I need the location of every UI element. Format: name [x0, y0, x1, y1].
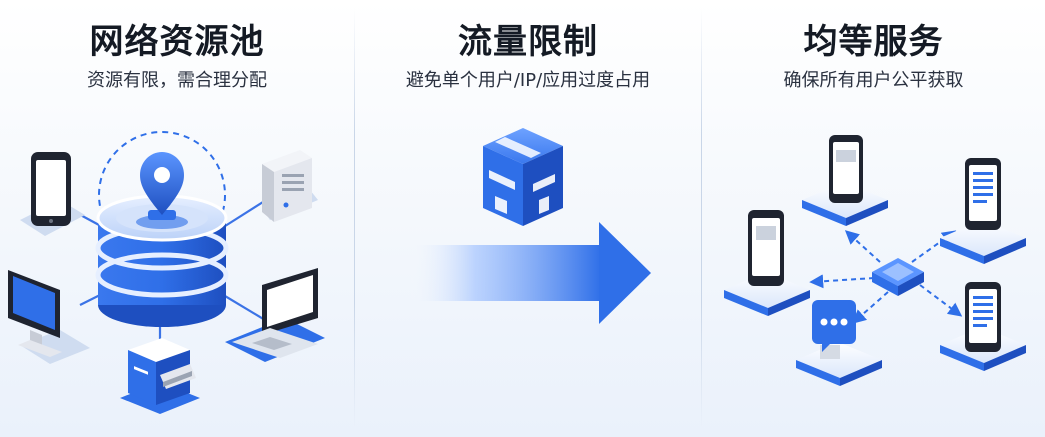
server-tower-icon: [262, 150, 318, 222]
panel-title: 均等服务: [803, 22, 944, 62]
smartphone-icon: [940, 158, 1026, 264]
panel-subtitle: 确保所有用户公平获取: [783, 70, 964, 91]
smartphone-icon: [940, 282, 1026, 371]
orbit-ring: [98, 131, 226, 259]
chat-bubble-icon: [796, 300, 882, 386]
smartphone-icon: [724, 210, 810, 316]
distribution-arrows: [809, 230, 963, 324]
panel-title: 网络资源池: [89, 22, 265, 62]
cube-icon: [483, 128, 563, 226]
location-pin-icon: [136, 152, 188, 229]
panel-equal-service: 均等服务 确保所有用户公平获取: [702, 0, 1045, 437]
monitor-icon: [8, 270, 90, 364]
laptop-icon: [225, 268, 325, 362]
equal-service-illustration: [724, 135, 1026, 386]
panel-resource-pool: 网络资源池 资源有限，需合理分配: [0, 0, 354, 437]
panel-title: 流量限制: [458, 22, 598, 62]
smartphone-icon: [802, 135, 888, 226]
printer-icon: [120, 338, 200, 414]
hub-icon: [872, 258, 924, 296]
panel-traffic-limit: 流量限制 避免单个用户/IP/应用过度占用: [355, 0, 701, 437]
panel-subtitle: 资源有限，需合理分配: [87, 70, 267, 91]
panel-subtitle: 避免单个用户/IP/应用过度占用: [405, 70, 651, 91]
resource-pool-illustration: [8, 131, 325, 414]
traffic-limit-illustration: [407, 128, 651, 324]
divider-right: [701, 8, 702, 429]
smartphone-icon: [20, 152, 85, 236]
arrow-right-icon: [407, 222, 651, 324]
divider-left: [354, 8, 355, 429]
